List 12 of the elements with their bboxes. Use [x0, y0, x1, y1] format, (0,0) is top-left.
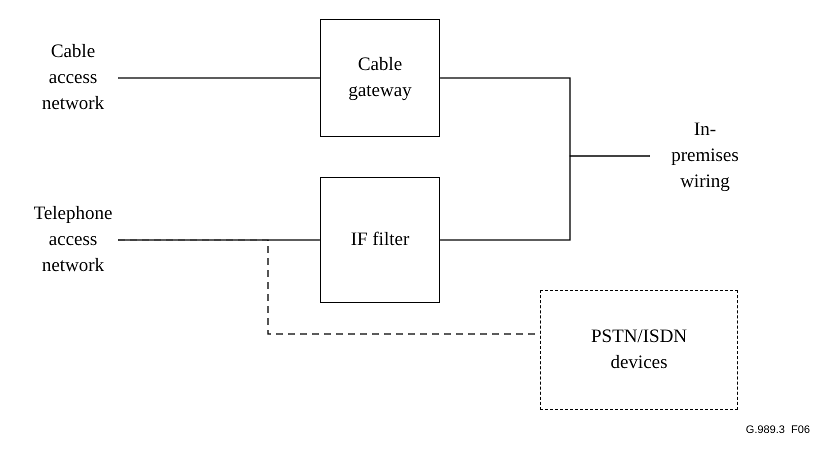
box-label: Cable gateway: [347, 53, 413, 103]
connector-line: [118, 77, 320, 79]
dashed-box: [540, 290, 738, 410]
text-label: Cable access network: [40, 40, 106, 116]
text-label: Telephone access network: [32, 202, 114, 278]
process-box: [320, 177, 440, 303]
process-box: [320, 19, 440, 137]
connector-line: [440, 155, 650, 241]
text-label: In-premises wiring: [670, 118, 740, 194]
figure-number: G.989.3 F06: [746, 424, 810, 436]
box-label: PSTN/ISDN devices: [590, 325, 688, 375]
box-label: IF filter: [350, 228, 410, 252]
